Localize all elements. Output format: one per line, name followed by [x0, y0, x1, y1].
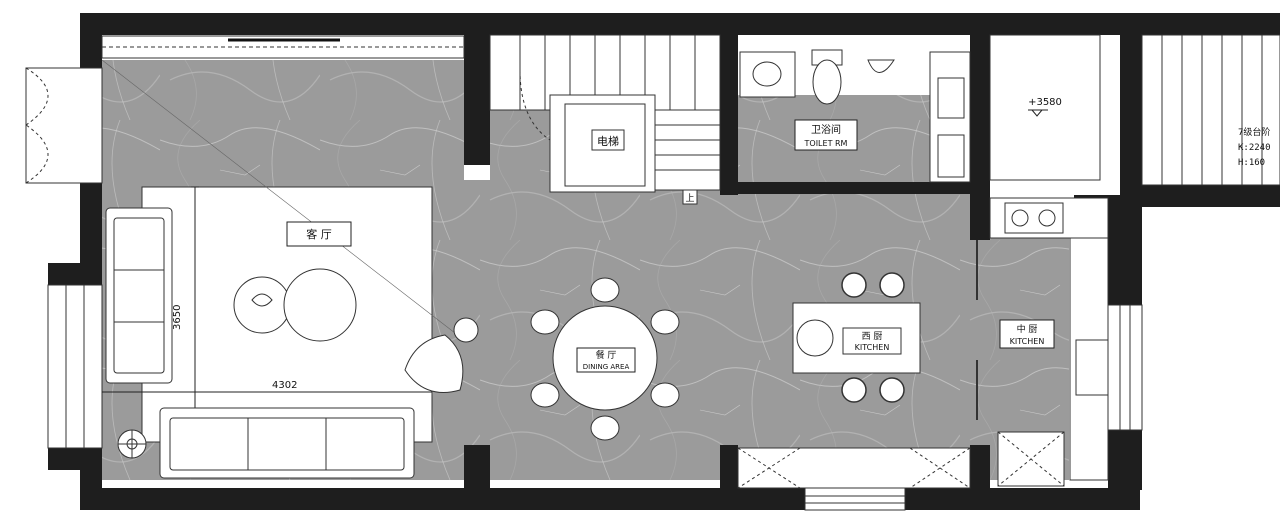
coffee-table: [233, 268, 357, 342]
chinese-kitchen-label-en: KITCHEN: [1010, 337, 1045, 346]
exterior-stairs: [1141, 34, 1280, 186]
elevator-label: 电梯: [597, 135, 619, 148]
storage-room: [989, 34, 1101, 181]
armchair: [404, 317, 479, 393]
bathroom-label-box: [794, 119, 858, 151]
sofa-left: [105, 207, 173, 384]
kitchen-counter: [989, 197, 1109, 487]
stair-note-line2: K:2240: [1238, 143, 1271, 153]
window-left: [47, 284, 103, 449]
kitchen-island: [792, 302, 921, 374]
stair-note-line1: 7级台阶: [1238, 126, 1270, 138]
bathroom-label-en: TOILET RM: [804, 139, 848, 148]
living-room-label: 客 厅: [306, 227, 332, 241]
chinese-kitchen-label-box: [999, 319, 1055, 349]
staircase: [489, 34, 721, 193]
dining-table: [552, 305, 658, 411]
dining-label-en: DINING AREA: [583, 363, 630, 371]
bottom-opening: [737, 447, 971, 511]
dimension-living-width: 4302: [272, 380, 297, 391]
entry-door: [25, 67, 103, 184]
window-right: [1107, 304, 1143, 431]
living-label-box: [286, 221, 352, 247]
bathroom-label-zh: 卫浴间: [811, 123, 841, 136]
western-kitchen-label-zh: 西 厨: [862, 331, 883, 342]
stair-up-label: 上: [685, 193, 694, 204]
level-mark: +3580: [1028, 97, 1062, 108]
window-top: [101, 35, 465, 59]
dining-chairs: [530, 277, 680, 441]
level-marker-icon: [1028, 109, 1048, 117]
dimension-living-depth: 3650: [172, 305, 183, 330]
bar-stools: [841, 272, 905, 403]
bathroom-fixtures: [739, 49, 971, 183]
stair-up-marker: [682, 189, 698, 205]
dimension-lines: [101, 59, 465, 449]
sofa-bottom: [159, 407, 415, 479]
stair-note-line3: H:160: [1238, 158, 1265, 168]
floor-lamp: [117, 429, 147, 459]
western-kitchen-label-en: KITCHEN: [855, 343, 890, 352]
chinese-kitchen-label-zh: 中 厨: [1017, 323, 1038, 335]
dining-label-zh: 餐 厅: [596, 349, 617, 361]
